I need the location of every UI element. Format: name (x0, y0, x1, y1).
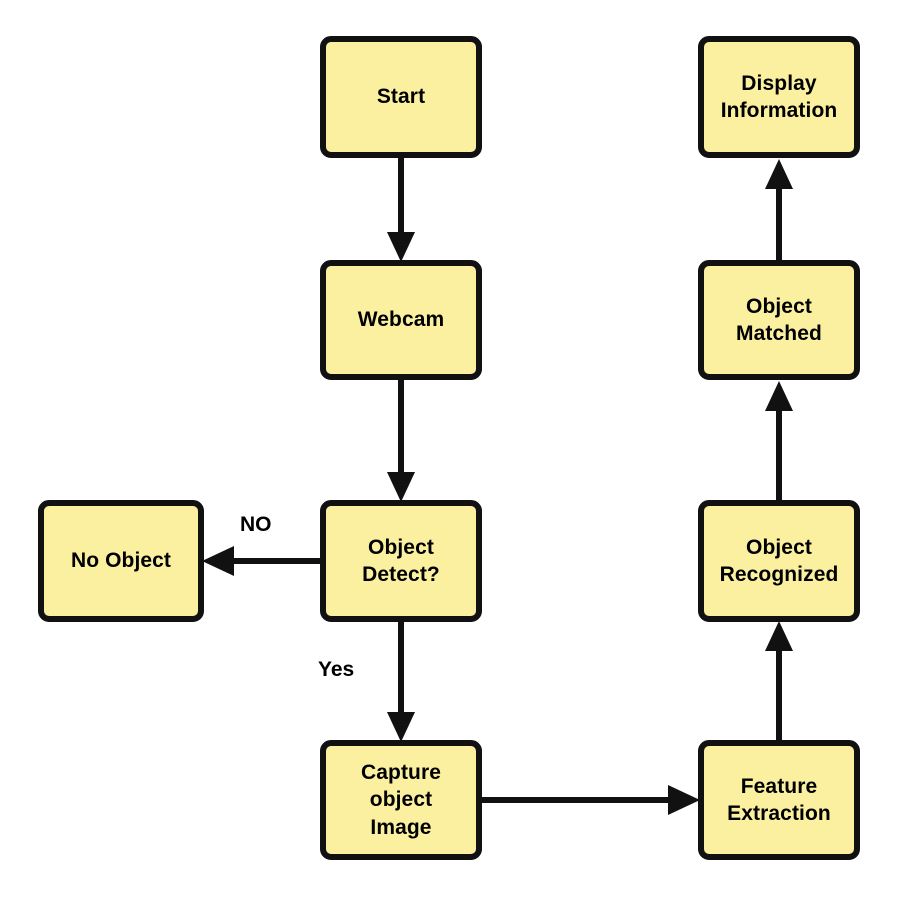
node-webcam[interactable]: Webcam (320, 260, 482, 380)
arrow-object-detect-to-capture-object-image (381, 620, 421, 744)
arrow-object-recognized-to-object-matched (759, 378, 799, 504)
node-feature-extraction[interactable]: Feature Extraction (698, 740, 860, 860)
node-object-recognized[interactable]: Object Recognized (698, 500, 860, 622)
node-start[interactable]: Start (320, 36, 482, 158)
arrow-object-detect-to-no-object (198, 541, 326, 581)
node-object-matched[interactable]: Object Matched (698, 260, 860, 380)
arrow-feature-extraction-to-object-recognized (759, 618, 799, 744)
arrow-webcam-to-object-detect (381, 378, 421, 504)
edge-label-yes: Yes (318, 658, 355, 681)
arrow-start-to-webcam (381, 156, 421, 264)
node-capture-object-image[interactable]: Capture object Image (320, 740, 482, 860)
arrow-object-matched-to-display-information (759, 156, 799, 264)
edge-label-no: NO (240, 513, 272, 536)
arrow-capture-object-image-to-feature-extraction (478, 780, 704, 820)
node-no-object[interactable]: No Object (38, 500, 204, 622)
node-display-information[interactable]: Display Information (698, 36, 860, 158)
node-object-detect[interactable]: Object Detect? (320, 500, 482, 622)
